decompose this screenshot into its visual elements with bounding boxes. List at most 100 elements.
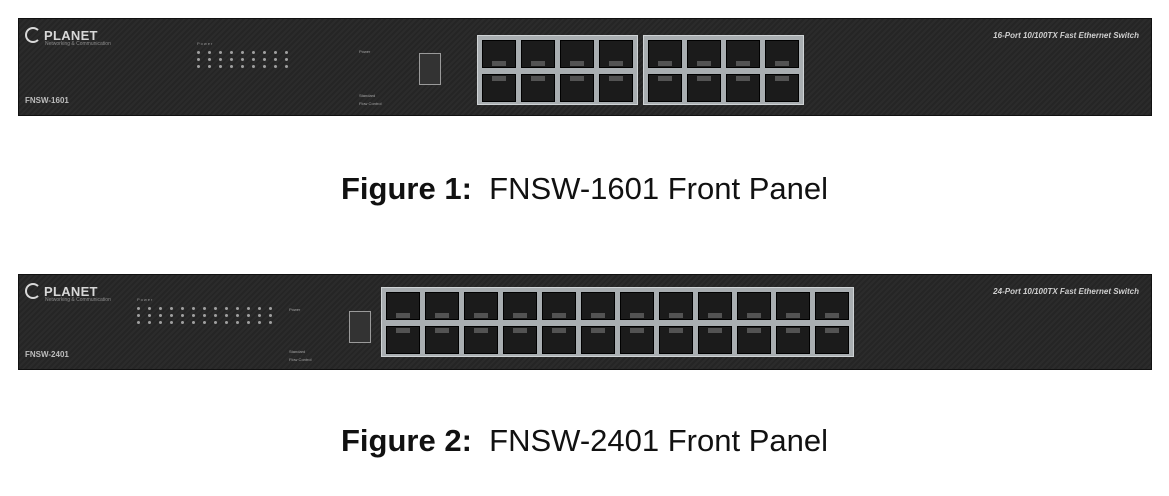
- rj45-port-icon: [521, 40, 555, 68]
- rj45-port-icon: [521, 74, 555, 102]
- led-indicator: [258, 321, 261, 324]
- led-indicator: [208, 65, 211, 68]
- rj45-port-icon: [599, 74, 633, 102]
- led-indicator: [285, 51, 288, 54]
- rj45-port-array: [477, 35, 804, 105]
- port-bank: [477, 35, 638, 105]
- rj45-port-icon: [599, 40, 633, 68]
- led-indicator: [203, 321, 206, 324]
- caption-text: FNSW-2401 Front Panel: [489, 423, 828, 458]
- led-indicator: [263, 58, 266, 61]
- rj45-port-icon: [425, 292, 459, 320]
- led-indicator: [285, 65, 288, 68]
- power-led-label: Power: [197, 41, 214, 46]
- led-indicator: [241, 65, 244, 68]
- led-indicator: [274, 58, 277, 61]
- led-indicator: [219, 65, 222, 68]
- rj45-port-icon: [386, 292, 420, 320]
- product-name: 16-Port 10/100TX Fast Ethernet Switch: [993, 31, 1139, 40]
- rj45-port-icon: [581, 326, 615, 354]
- rj45-port-icon: [687, 74, 721, 102]
- led-indicator: [159, 307, 162, 310]
- logo-subtitle: Networking & Communication: [45, 297, 111, 303]
- rj45-port-icon: [815, 326, 849, 354]
- model-label: FNSW-1601: [25, 96, 69, 105]
- led-indicator: [203, 307, 206, 310]
- led-indicator: [197, 65, 200, 68]
- led-indicator: [252, 51, 255, 54]
- fnsw-2401-front-panel-image: PLANET Networking & Communication FNSW-2…: [18, 274, 1152, 370]
- rj45-port-icon: [737, 292, 771, 320]
- rj45-port-icon: [737, 326, 771, 354]
- led-indicator: [247, 321, 250, 324]
- rj45-port-icon: [425, 326, 459, 354]
- led-indicator: [148, 307, 151, 310]
- rj45-port-icon: [560, 74, 594, 102]
- led-indicator: [269, 321, 272, 324]
- led-indicator: [252, 65, 255, 68]
- led-indicator: [274, 51, 277, 54]
- rj45-port-icon: [581, 292, 615, 320]
- led-indicator: [225, 314, 228, 317]
- led-indicator: [170, 321, 173, 324]
- led-indicator: [170, 307, 173, 310]
- rj45-port-icon: [659, 292, 693, 320]
- led-indicator: [274, 65, 277, 68]
- ctrl-top-label: Power: [289, 307, 301, 312]
- switch-icon: [419, 53, 441, 85]
- led-indicators: Power: [197, 41, 288, 68]
- model-label: FNSW-2401: [25, 350, 69, 359]
- led-indicator: [269, 307, 272, 310]
- led-indicator: [214, 321, 217, 324]
- rj45-port-icon: [698, 292, 732, 320]
- rj45-port-icon: [620, 292, 654, 320]
- led-indicator: [208, 51, 211, 54]
- led-indicator: [247, 307, 250, 310]
- logo-subtitle: Networking & Communication: [45, 41, 111, 47]
- led-indicator: [219, 58, 222, 61]
- rj45-port-icon: [503, 326, 537, 354]
- led-indicator: [181, 314, 184, 317]
- led-indicator: [236, 321, 239, 324]
- rj45-port-icon: [698, 326, 732, 354]
- rj45-port-icon: [464, 292, 498, 320]
- led-indicator: [230, 51, 233, 54]
- led-indicator: [203, 314, 206, 317]
- led-indicator: [230, 65, 233, 68]
- ctrl-label-standard: Standard: [359, 93, 376, 98]
- led-indicator: [236, 307, 239, 310]
- led-indicator: [247, 314, 250, 317]
- led-indicator: [148, 314, 151, 317]
- logo-text: PLANET: [44, 27, 98, 43]
- figure-caption: Figure 1: FNSW-1601 Front Panel: [0, 171, 1169, 207]
- led-indicator: [208, 58, 211, 61]
- rj45-port-icon: [542, 326, 576, 354]
- rj45-port-icon: [482, 74, 516, 102]
- rj45-port-icon: [687, 40, 721, 68]
- led-indicator: [258, 307, 261, 310]
- led-indicator: [148, 321, 151, 324]
- rj45-port-icon: [386, 326, 420, 354]
- planet-logo: PLANET: [25, 27, 98, 43]
- rj45-port-icon: [765, 74, 799, 102]
- led-indicator: [181, 321, 184, 324]
- led-indicator: [252, 58, 255, 61]
- led-indicators: Power: [137, 297, 272, 324]
- rj45-port-icon: [659, 326, 693, 354]
- rj45-port-icon: [726, 74, 760, 102]
- ctrl-label-flow-control: Flow Control: [289, 357, 312, 362]
- led-indicator: [214, 307, 217, 310]
- led-indicator: [285, 58, 288, 61]
- led-indicator: [137, 307, 140, 310]
- rj45-port-icon: [765, 40, 799, 68]
- led-grid: [137, 307, 272, 324]
- led-indicator: [214, 314, 217, 317]
- rj45-port-icon: [620, 326, 654, 354]
- planet-logo-icon: [25, 27, 41, 43]
- caption-text: FNSW-1601 Front Panel: [489, 171, 828, 206]
- led-grid: [197, 51, 288, 68]
- led-indicator: [263, 51, 266, 54]
- caption-label: Figure 1:: [341, 171, 472, 206]
- planet-logo-icon: [25, 283, 41, 299]
- led-indicator: [241, 51, 244, 54]
